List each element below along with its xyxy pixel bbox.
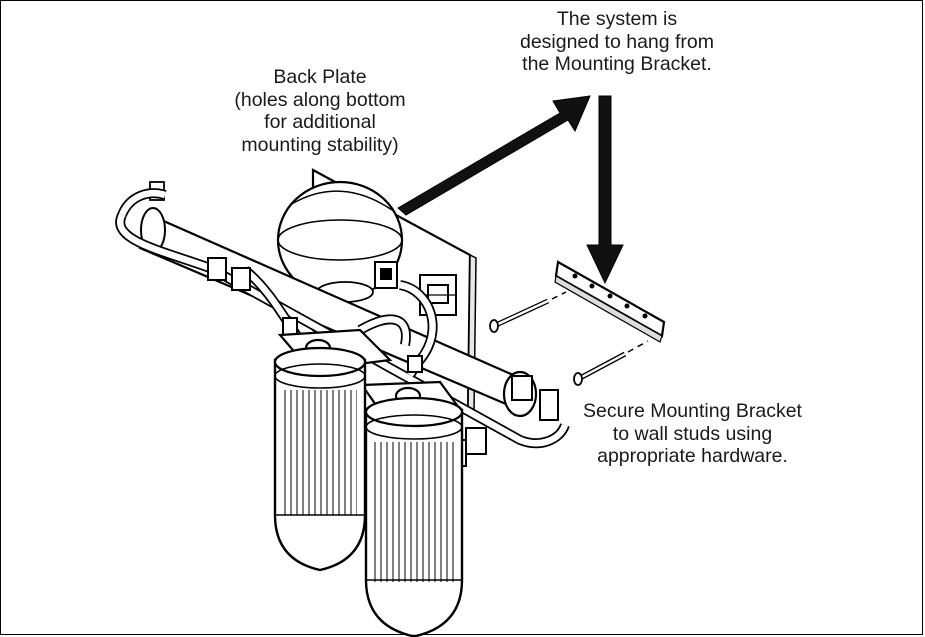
secure-line-1: Secure Mounting Bracket	[583, 400, 802, 422]
arrow-down-to-bracket	[586, 95, 624, 285]
back-plate-line-4: mounting stability)	[241, 133, 399, 156]
back-plate-line-3: for additional	[264, 111, 376, 133]
mounting-screws	[489, 291, 649, 386]
secure-line-2: to wall studs using	[612, 422, 773, 445]
secure-line-3: appropriate hardware.	[597, 445, 788, 467]
filter-housing-left	[273, 346, 367, 572]
mounting-bracket	[554, 260, 666, 343]
storage-tank	[276, 180, 404, 303]
arrow-up-to-bracket	[397, 95, 591, 216]
hang-line-3: the Mounting Bracket.	[522, 53, 712, 75]
hang-line-1: The system is	[556, 8, 678, 30]
back-plate-callout: Back Plate (holes along bottom for addit…	[200, 66, 440, 156]
secure-callout: Secure Mounting Bracket to wall studs us…	[560, 400, 825, 468]
back-plate-line-2: (holes along bottom	[234, 88, 406, 111]
back-plate-line-1: Back Plate	[273, 66, 367, 88]
hang-callout: The system is designed to hang from the …	[487, 8, 747, 76]
hang-line-2: designed to hang from	[519, 30, 715, 53]
filter-housing-right	[364, 396, 464, 637]
